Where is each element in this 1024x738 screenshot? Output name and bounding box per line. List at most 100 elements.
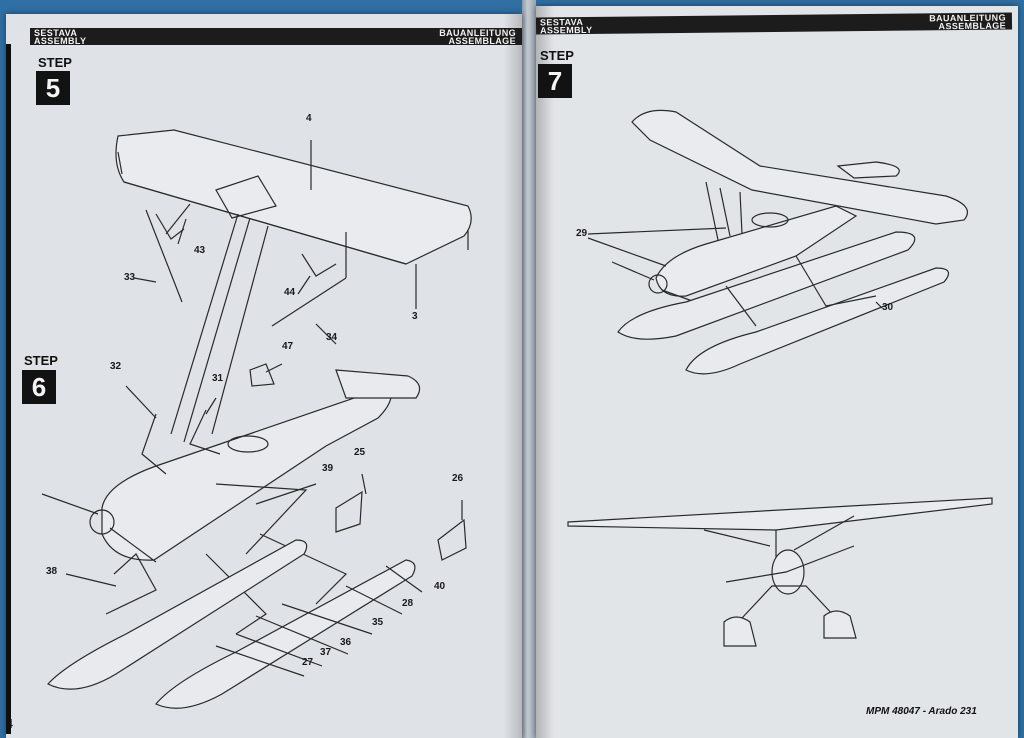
strut-35	[205, 553, 267, 635]
part-47-label: 47	[282, 341, 294, 352]
leader-36	[255, 615, 349, 655]
fuselage-outline	[101, 383, 392, 561]
leader-30	[875, 301, 883, 309]
part-4-label: 4	[306, 113, 312, 124]
leader-47	[265, 363, 283, 373]
front-view-float-right	[823, 610, 857, 639]
upper-wing-leading-edge	[123, 181, 407, 265]
step-6-label: STEP	[24, 353, 58, 368]
page-number: 4	[6, 716, 14, 731]
step-7-label: STEP	[540, 48, 574, 63]
gutter-shadow	[536, 6, 554, 738]
part-29-label: 29	[576, 228, 588, 239]
step-5-number: 5	[36, 71, 70, 105]
leader-27	[215, 645, 305, 677]
propeller-hub	[89, 509, 115, 535]
part-25-label: 25	[354, 447, 366, 458]
part-34-label: 34	[326, 332, 338, 343]
upper-wing-outline	[115, 129, 472, 265]
leader-39	[255, 483, 317, 505]
propeller-blades	[41, 493, 157, 563]
leader-38	[65, 573, 117, 587]
part-3-label: 3	[412, 311, 418, 322]
guide-line-3	[211, 225, 269, 435]
step-5-label: STEP	[38, 55, 72, 70]
strut-44	[301, 253, 337, 277]
right-instruction-page: SESTAVA ASSEMBLY BAUANLEITUNG ASSEMBLAGE…	[536, 6, 1018, 738]
strut-34	[271, 232, 347, 327]
guide-line-1	[170, 213, 239, 435]
float-left	[617, 231, 916, 340]
strut-31	[189, 409, 221, 455]
leader-40	[385, 565, 423, 593]
strut-32	[141, 413, 167, 475]
wing-tip-left	[117, 151, 123, 175]
header-bauanleitung: BAUANLEITUNG	[439, 28, 516, 38]
strut-33	[145, 209, 185, 303]
tail-plane	[335, 369, 421, 399]
float-left	[47, 539, 308, 690]
part-38-label: 38	[46, 566, 58, 577]
header-assemblage: ASSEMBLAGE	[448, 36, 516, 46]
left-instruction-page: SESTAVA ASSEMBLY BAUANLEITUNG ASSEMBLAGE…	[6, 14, 522, 738]
step-7-number: 7	[538, 64, 572, 98]
leader-34	[315, 323, 337, 345]
float-right	[685, 267, 950, 375]
cabane-struts	[705, 181, 743, 241]
kit-reference: MPM 48047 - Arado 231	[866, 706, 977, 717]
part-36-label: 36	[340, 637, 352, 648]
cockpit-opening	[751, 212, 789, 228]
front-view-propeller	[725, 545, 855, 583]
header-left-text: SESTAVA ASSEMBLY	[34, 28, 87, 46]
page-edge-mark	[6, 44, 11, 734]
header-assembly: ASSEMBLY	[34, 36, 87, 46]
float-right	[155, 559, 416, 709]
strut-43	[165, 203, 191, 245]
front-view-wing	[567, 497, 993, 531]
header-right-text: BAUANLEITUNG ASSEMBLAGE	[439, 28, 516, 46]
guide-line-2	[183, 217, 251, 443]
leader-31	[205, 397, 217, 415]
part-39-label: 39	[322, 463, 334, 474]
part-31-label: 31	[212, 373, 224, 384]
part-37-label: 37	[320, 647, 332, 658]
wing-center-section	[215, 175, 277, 219]
wing-struts-29	[587, 227, 727, 267]
assembly-drawing-steps-5-6	[41, 129, 472, 709]
booklet-spine	[522, 0, 536, 738]
part-43-label: 43	[194, 245, 206, 256]
header-sestava: SESTAVA	[34, 28, 78, 38]
part-27-label: 27	[302, 657, 314, 668]
step-6-number: 6	[22, 370, 56, 404]
front-view-float-struts	[741, 585, 837, 619]
leader-35	[281, 603, 373, 635]
part-47	[249, 363, 275, 387]
part-26-label: 26	[452, 473, 464, 484]
part-32-label: 32	[110, 361, 122, 372]
leader-32	[125, 385, 157, 419]
cockpit-opening	[227, 435, 269, 453]
part-30-label: 30	[882, 302, 894, 313]
leader-25	[361, 473, 367, 495]
leader-44	[297, 275, 311, 295]
float-struts-30	[725, 255, 877, 327]
upper-wing	[631, 109, 968, 225]
propeller-hub	[648, 274, 668, 294]
strut-38	[105, 553, 157, 615]
part-40-label: 40	[434, 581, 446, 592]
front-view-float-left	[723, 616, 757, 647]
part-44-label: 44	[284, 287, 296, 298]
gutter-shadow	[504, 14, 522, 738]
tail-plane	[836, 161, 900, 179]
part-26	[437, 518, 467, 561]
part-28-label: 28	[402, 598, 414, 609]
part-33-label: 33	[124, 272, 136, 283]
leader-37	[235, 633, 323, 667]
leader-28	[345, 585, 403, 615]
strut-39	[215, 483, 308, 555]
front-view-fuselage	[771, 549, 805, 595]
leader-33	[133, 277, 157, 283]
assembly-drawing-step-7	[567, 109, 993, 647]
part-35-label: 35	[372, 617, 384, 628]
part-25	[335, 490, 363, 533]
